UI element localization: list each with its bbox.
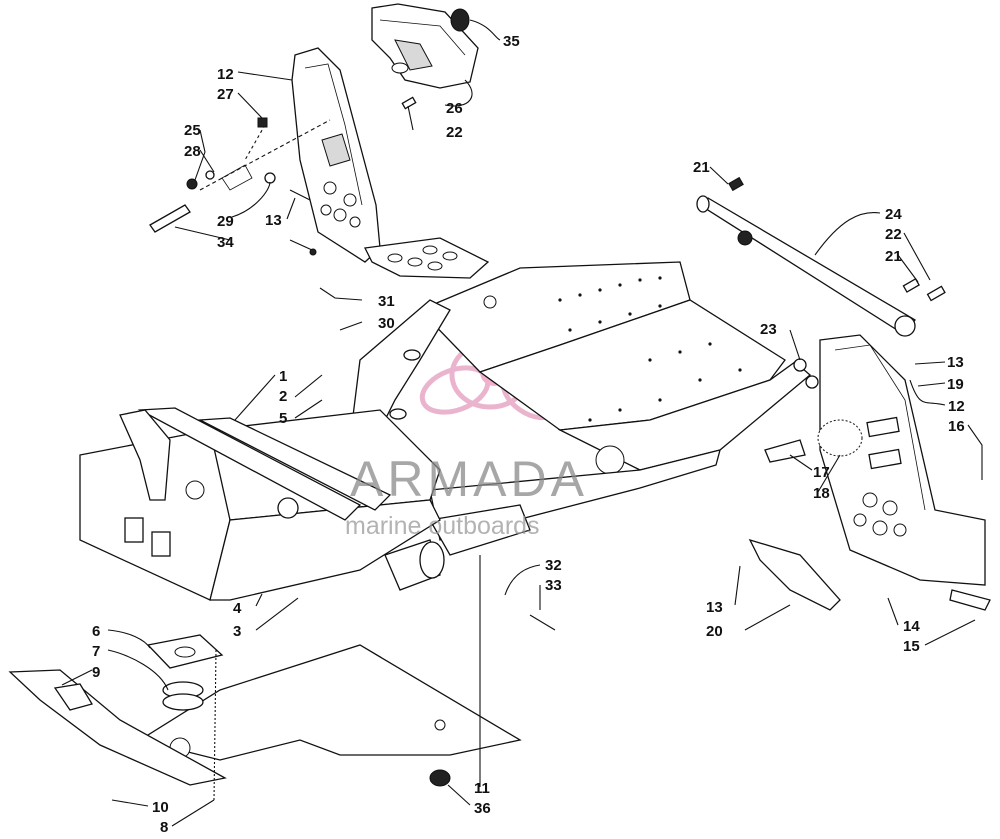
- callout: 10: [152, 799, 169, 816]
- callout: 31: [378, 293, 395, 310]
- callout: 5: [279, 410, 287, 427]
- callout: 7: [92, 643, 100, 660]
- watermark-brand: ARMADA: [350, 451, 588, 507]
- callout: 34: [217, 234, 234, 251]
- callout: 16: [948, 418, 965, 435]
- callout: 9: [92, 664, 100, 681]
- callout: 1: [279, 368, 287, 385]
- steering-support-right: [696, 176, 991, 611]
- callout: 32: [545, 557, 562, 574]
- main-frame: [79, 261, 812, 601]
- upper-steering-support: [149, 3, 490, 279]
- callout: 25: [184, 122, 201, 139]
- callout: 13: [706, 599, 723, 616]
- callout: 36: [474, 800, 491, 817]
- callout: 24: [885, 206, 902, 223]
- callout: 12: [948, 398, 965, 415]
- callout: 20: [706, 623, 723, 640]
- leader-lines: [61, 19, 983, 827]
- callout: 14: [903, 618, 920, 635]
- callout: 26: [446, 100, 463, 117]
- belly-pan: [8, 634, 522, 787]
- watermark-text: ARMADA marine outboards: [345, 451, 588, 540]
- callout: 21: [693, 159, 710, 176]
- callout: 21: [885, 248, 902, 265]
- callout: 33: [545, 577, 562, 594]
- callout: 6: [92, 623, 100, 640]
- callout: 30: [378, 315, 395, 332]
- callout: 23: [760, 321, 777, 338]
- watermark-tagline: marine outboards: [345, 512, 540, 540]
- callout-labels: 35 12 27 26 25 22 28 29 13 34 31 30 1 2 …: [92, 33, 965, 836]
- callout: 12: [217, 66, 234, 83]
- callout: 22: [446, 124, 463, 141]
- callout: 18: [813, 485, 830, 502]
- callout: 13: [265, 212, 282, 229]
- callout: 35: [503, 33, 520, 50]
- callout: 19: [947, 376, 964, 393]
- callout: 28: [184, 143, 201, 160]
- callout: 29: [217, 213, 234, 230]
- callout: 4: [233, 600, 242, 617]
- callout: 3: [233, 623, 241, 640]
- callout: 17: [813, 464, 830, 481]
- callout: 11: [474, 780, 490, 797]
- callout: 15: [903, 638, 920, 655]
- callout: 13: [947, 354, 964, 371]
- callout: 22: [885, 226, 902, 243]
- callout: 27: [217, 86, 234, 103]
- callout: 8: [160, 819, 168, 836]
- callout: 2: [279, 388, 287, 405]
